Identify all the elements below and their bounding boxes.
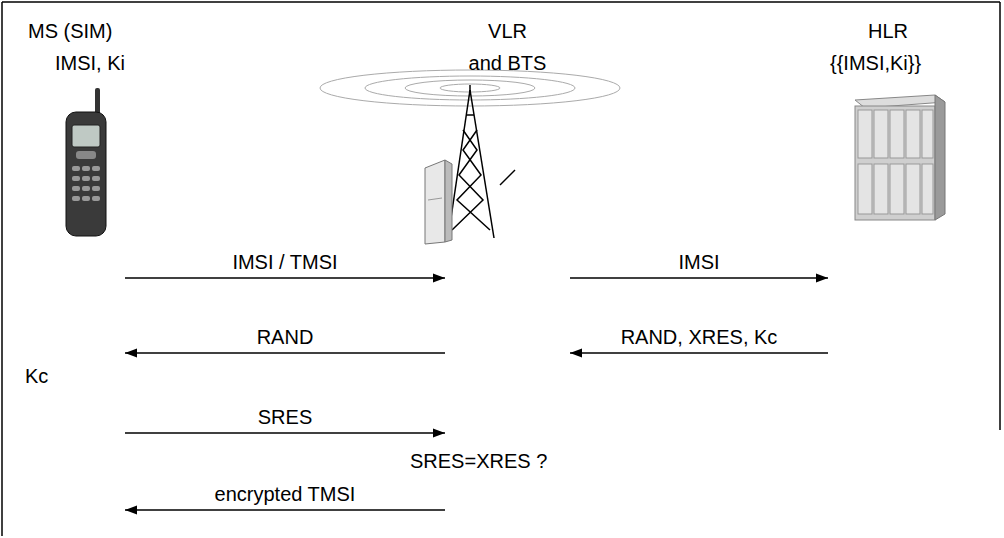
check-note: SRES=XRES ?	[410, 450, 547, 473]
bts-tower	[448, 85, 515, 238]
message-arrow	[570, 274, 828, 283]
phone-icon	[66, 88, 106, 236]
radio-waves	[320, 70, 620, 106]
entity-data: {{IMSI,Ki}}	[830, 52, 921, 75]
entity-name: HLR	[868, 20, 908, 43]
bts-cabinet	[425, 160, 452, 244]
message-label: IMSI	[676, 251, 721, 274]
column-node: HLR {{IMSI,Ki}}	[828, 8, 998, 533]
message-arrow	[570, 349, 828, 358]
key-label: Kc	[25, 365, 48, 388]
message-label: IMSI / TMSI	[230, 251, 339, 274]
entity-data: IMSI, Ki	[55, 52, 125, 75]
message-label: RAND, XRES, Kc	[619, 326, 780, 349]
message-label: encrypted TMSI	[213, 483, 358, 506]
message-arrow	[125, 506, 445, 515]
entity-name: VLR	[488, 20, 527, 43]
message-label: SRES	[256, 406, 314, 429]
column-node: MS (SIM) IMSI, Ki	[20, 8, 125, 533]
message-arrow	[125, 274, 445, 283]
entity-name: MS (SIM)	[28, 20, 112, 43]
entity-data: and BTS	[469, 52, 547, 75]
message-arrow	[125, 349, 445, 358]
server-rack	[855, 95, 945, 220]
message-label: RAND	[255, 326, 316, 349]
message-arrow	[125, 429, 445, 438]
